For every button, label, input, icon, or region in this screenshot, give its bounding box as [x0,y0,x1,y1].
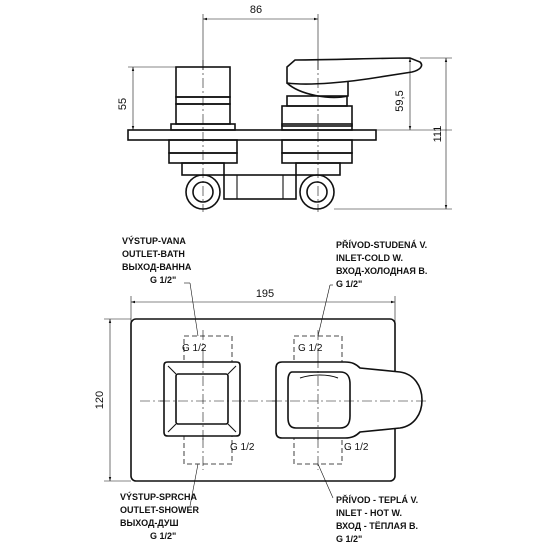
svg-text:OUTLET-SHOWER: OUTLET-SHOWER [120,505,199,515]
dim-111: 111 [432,126,444,143]
diverter-knob [170,66,236,131]
mixer-lever [281,57,423,131]
dim-86: 86 [250,4,262,16]
svg-text:ВХОД - ТЁПЛАЯ В.: ВХОД - ТЁПЛАЯ В. [336,521,418,531]
svg-text:INLET - HOT W.: INLET - HOT W. [336,508,402,518]
label-inlet-hot: PŘÍVOD - TEPLÁ V. INLET - HOT W. ВХОД - … [317,463,418,544]
dim-55: 55 [117,98,129,110]
diverter-knob-front [160,358,244,440]
svg-text:G 1/2": G 1/2" [150,531,176,541]
svg-text:OUTLET-BATH: OUTLET-BATH [122,249,185,259]
dim-195: 195 [256,288,274,300]
svg-text:ВХОД-ХОЛОДНАЯ В.: ВХОД-ХОЛОДНАЯ В. [336,266,427,276]
svg-text:PŘÍVOD - TEPLÁ V.: PŘÍVOD - TEPLÁ V. [336,494,418,505]
dim-59-5: 59,5 [394,90,406,111]
front-view: 195 120 G 1/2 G 1/2 G 1/2 G 1/2 [94,288,426,482]
svg-text:ВЫХОД-ДУШ: ВЫХОД-ДУШ [120,518,179,528]
mixer-lever-front [272,358,426,442]
thread-top-left: G 1/2 [182,343,207,354]
svg-text:PŘÍVOD-STUDENÁ V.: PŘÍVOD-STUDENÁ V. [336,239,427,250]
mixer-body [168,139,353,210]
label-outlet-bath: VÝSTUP-VANA OUTLET-BATH ВЫХОД-ВАННА G 1/… [122,235,199,337]
svg-text:G 1/2": G 1/2" [150,275,176,285]
label-inlet-cold: PŘÍVOD-STUDENÁ V. INLET-COLD W. ВХОД-ХОЛ… [317,239,427,337]
thread-bottom-left: G 1/2 [230,442,255,453]
label-outlet-shower: VÝSTUP-SPRCHA OUTLET-SHOWER ВЫХОД-ДУШ G … [120,463,199,541]
svg-text:INLET-COLD W.: INLET-COLD W. [336,253,403,263]
svg-text:VÝSTUP-VANA: VÝSTUP-VANA [122,235,186,246]
wall-plate [127,129,377,141]
svg-text:ВЫХОД-ВАННА: ВЫХОД-ВАННА [122,262,192,272]
svg-text:G 1/2": G 1/2" [336,534,362,544]
dim-120: 120 [94,391,106,409]
svg-text:G 1/2": G 1/2" [336,279,362,289]
svg-text:VÝSTUP-SPRCHA: VÝSTUP-SPRCHA [120,491,198,502]
thread-top-right: G 1/2 [298,343,323,354]
thread-bottom-right: G 1/2 [344,442,369,453]
side-view: 86 [117,4,452,212]
